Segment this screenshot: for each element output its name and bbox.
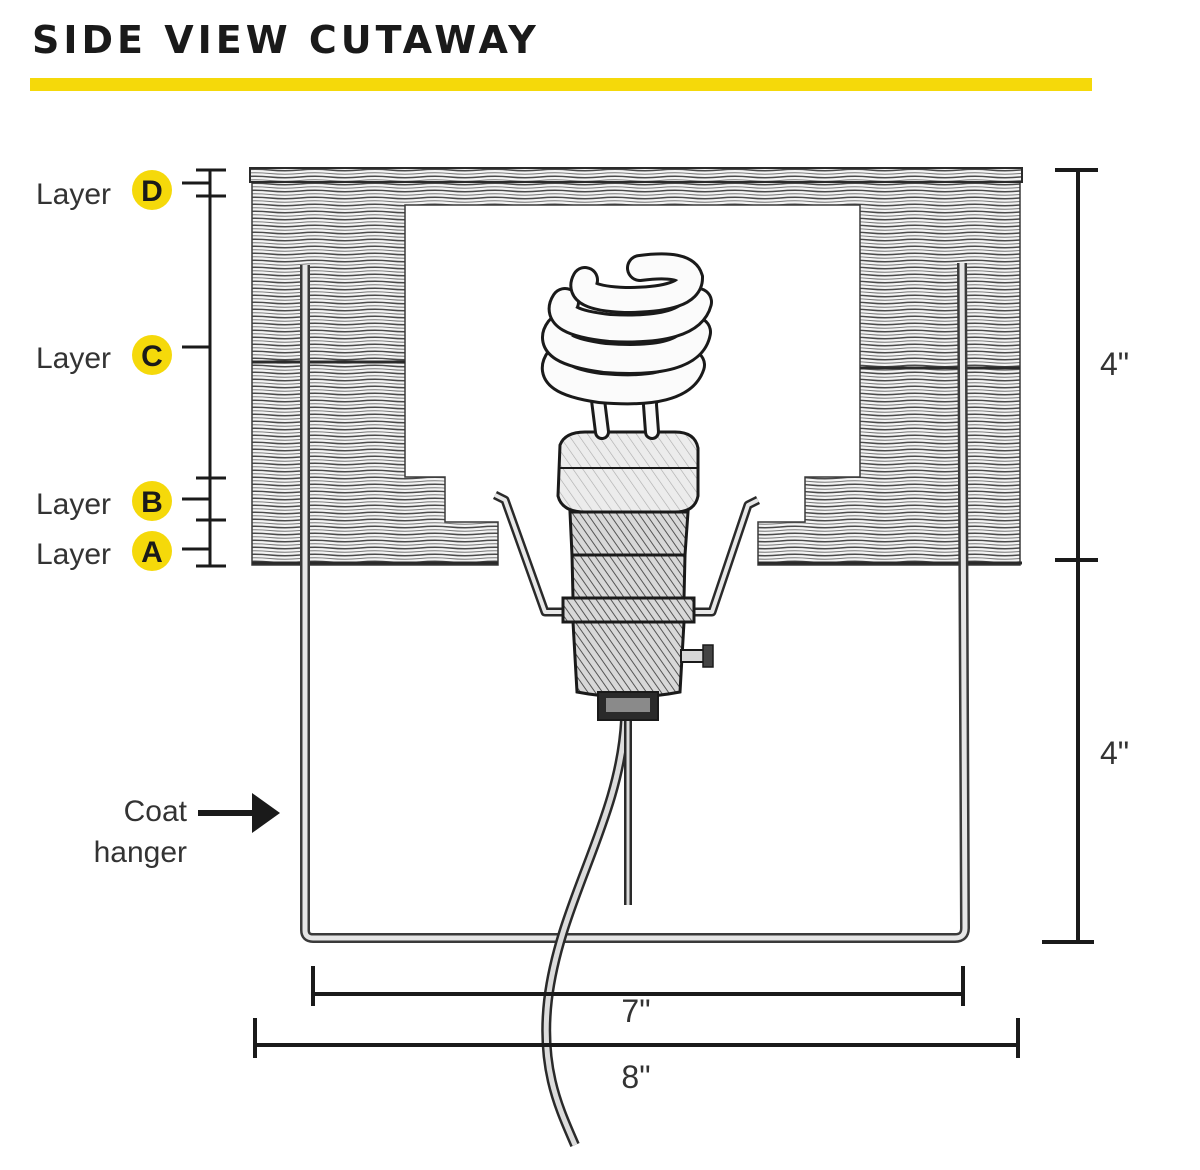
coat-hanger-wire: [300, 262, 970, 943]
layer-label-d: Layer D: [36, 170, 172, 211]
layer-b-letter: B: [141, 486, 163, 519]
upper-height-label: 4": [1100, 346, 1129, 382]
cfl-bulb: [541, 252, 713, 514]
layer-label-word: Layer: [36, 342, 111, 375]
layer-label-word: Layer: [36, 488, 111, 521]
lower-height-label: 4": [1100, 735, 1129, 771]
coat-hanger-label-line1: Coat: [124, 795, 188, 828]
layer-d-letter: D: [141, 175, 163, 208]
inner-width-label: 7": [621, 993, 650, 1029]
outer-width-label: 8": [621, 1059, 650, 1095]
lamp-socket: [561, 510, 714, 721]
layer-d-band: [249, 167, 1023, 183]
title-underline: [30, 78, 1092, 91]
layer-label-word: Layer: [36, 178, 111, 211]
layer-b-badge: [132, 481, 172, 521]
coat-hanger-arrow-head: [252, 793, 280, 833]
outer-width-dimension: [253, 1018, 1020, 1058]
height-dimension: [1042, 168, 1098, 944]
coat-hanger-callout: Coat hanger: [94, 793, 280, 869]
layer-brackets: [182, 168, 226, 568]
inner-width-dimension: [311, 966, 965, 1006]
layer-a-badge: [132, 531, 172, 571]
power-cord: [541, 719, 632, 1147]
layer-a-letter: A: [141, 536, 163, 569]
layer-c-badge: [132, 335, 172, 375]
layer-c-letter: C: [141, 340, 163, 373]
layer-label-word: Layer: [36, 538, 111, 571]
layer-d-badge: [132, 170, 172, 210]
layer-label-b: Layer B: [36, 481, 172, 521]
layer-label-a: Layer A: [36, 531, 172, 571]
coat-hanger-label-line2: hanger: [94, 836, 187, 869]
shade-layers: [249, 167, 1023, 566]
diagram-title: SIDE VIEW CUTAWAY: [32, 18, 540, 62]
layer-label-c: Layer C: [36, 335, 172, 375]
